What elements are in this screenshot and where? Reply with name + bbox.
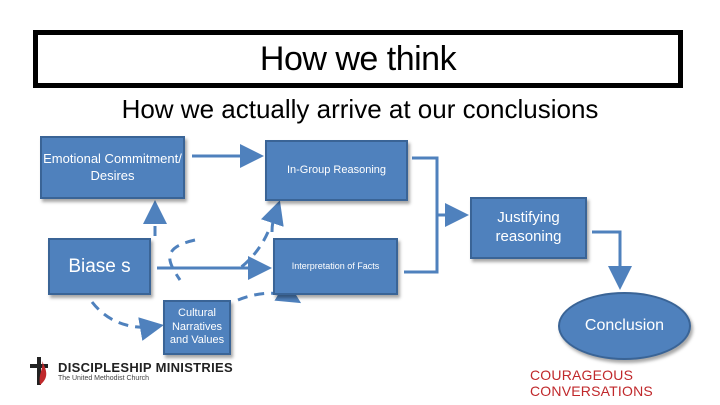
dashed-curve-right [239, 231, 270, 270]
node-interpretation-of-facts: Interpretation of Facts [273, 238, 398, 295]
courageous-conversations-logo: COURAGEOUS CONVERSATIONS [530, 367, 653, 399]
node-justifying-reasoning: Justifying reasoning [470, 197, 587, 259]
node-emotional-commitment: Emotional Commitment/ Desires [40, 136, 185, 199]
title-box: How we think [33, 30, 683, 88]
node-conclusion: Conclusion [558, 292, 691, 360]
arrow-justifying-to-conclusion [592, 230, 632, 290]
org-name: DISCIPLESHIP MINISTRIES [58, 360, 233, 375]
dashed-cultural-to-interp [237, 280, 302, 304]
cross-flame-icon [30, 357, 48, 385]
org-subtitle: The United Methodist Church [58, 375, 150, 382]
node-biases: Biase s [48, 238, 151, 295]
bracket-to-justifying [404, 156, 439, 274]
dashed-to-ingroup [260, 200, 284, 233]
discipleship-ministries-logo: DISCIPLESHIP MINISTRIES The United Metho… [28, 355, 233, 387]
page-title: How we think [259, 39, 457, 78]
dashed-curve-left [168, 238, 196, 281]
node-cultural-narratives: Cultural Narratives and Values [163, 300, 231, 355]
node-in-group-reasoning: In-Group Reasoning [265, 140, 408, 201]
dashed-biases-to-cultural [90, 301, 164, 341]
page-subtitle: How we actually arrive at our conclusion… [121, 94, 599, 124]
